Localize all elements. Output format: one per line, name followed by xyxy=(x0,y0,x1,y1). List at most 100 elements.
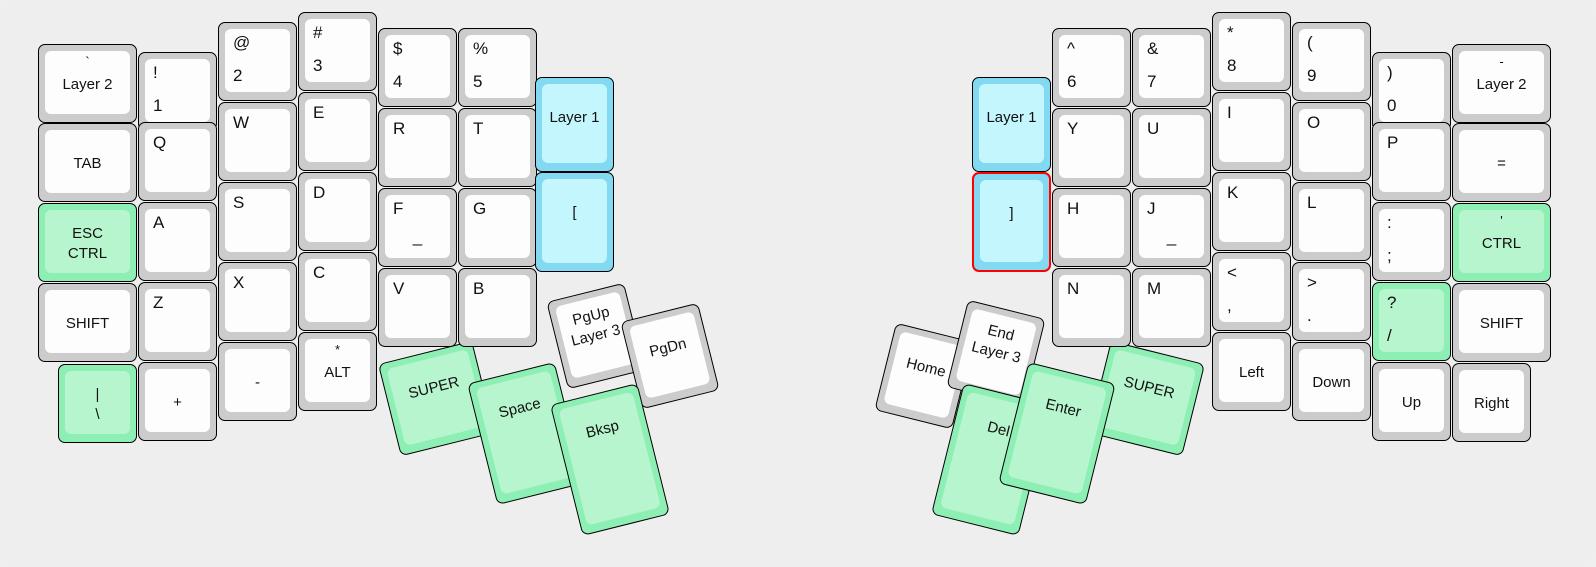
keycap-surface: T xyxy=(465,115,530,178)
key-l-r[interactable]: R xyxy=(378,108,457,187)
legend-shifted: & xyxy=(1147,39,1159,58)
legend-primary: , xyxy=(1227,296,1232,315)
key-l-g[interactable]: G xyxy=(458,188,537,267)
key-r-equal[interactable]: = xyxy=(1452,123,1551,202)
legend-primary: ALT xyxy=(324,364,351,381)
key-r-i[interactable]: I xyxy=(1212,92,1291,171)
key-l-c[interactable]: C xyxy=(298,252,377,331)
key-l-shift[interactable]: SHIFT xyxy=(38,283,137,362)
keycap-surface: TAB xyxy=(45,130,130,193)
key-l-v[interactable]: V xyxy=(378,268,457,347)
key-l-q[interactable]: Q xyxy=(138,122,217,201)
key-l-bracket-left[interactable]: [ xyxy=(535,172,614,272)
legend-primary: E xyxy=(313,103,325,122)
key-l-x[interactable]: X xyxy=(218,262,297,341)
key-l-5[interactable]: %5 xyxy=(458,28,537,107)
key-r-j[interactable]: J_ xyxy=(1132,188,1211,267)
key-r-quote-ctrl[interactable]: 'CTRL xyxy=(1452,203,1551,282)
key-r-m[interactable]: M xyxy=(1132,268,1211,347)
key-l-w[interactable]: W xyxy=(218,102,297,181)
key-l-4[interactable]: $4 xyxy=(378,28,457,107)
keycap-surface: L xyxy=(1299,189,1364,252)
keycap-surface: - xyxy=(225,349,290,412)
keycap-surface: A xyxy=(145,209,210,272)
legend-primary: V xyxy=(393,279,405,298)
legend-secondary: \ xyxy=(95,406,100,423)
key-r-right[interactable]: Right xyxy=(1452,363,1531,442)
legend-shifted: ! xyxy=(153,63,158,82)
key-r-9[interactable]: (9 xyxy=(1292,22,1371,101)
keycap-surface: C xyxy=(305,259,370,322)
keycap-surface: = xyxy=(1459,130,1544,193)
key-r-6[interactable]: ^6 xyxy=(1052,28,1131,107)
key-l-s[interactable]: S xyxy=(218,182,297,261)
key-l-plus[interactable]: + xyxy=(138,362,217,441)
keycap-surface: Layer 1 xyxy=(979,84,1044,163)
keycap-surface: $4 xyxy=(385,35,450,98)
keycap-surface: Z xyxy=(145,289,210,352)
key-l-1[interactable]: !1 xyxy=(138,52,217,131)
legend-primary: SHIFT xyxy=(1479,315,1524,332)
key-l-layer1[interactable]: Layer 1 xyxy=(535,77,614,172)
key-r-shift[interactable]: SHIFT xyxy=(1452,283,1551,362)
legend-primary: Enter xyxy=(1043,395,1083,421)
legend-primary: N xyxy=(1067,279,1080,298)
key-l-a[interactable]: A xyxy=(138,202,217,281)
key-r-left[interactable]: Left xyxy=(1212,332,1291,411)
key-r-down[interactable]: Down xyxy=(1292,342,1371,421)
key-l-grave-layer2[interactable]: `Layer 2 xyxy=(38,44,137,123)
keycap-surface: X xyxy=(225,269,290,332)
key-l-tab[interactable]: TAB xyxy=(38,123,137,202)
legend-primary: G xyxy=(473,199,487,218)
key-l-pipe-backslash[interactable]: |\ xyxy=(58,364,137,443)
key-r-period[interactable]: >. xyxy=(1292,262,1371,341)
legend-shifted: * xyxy=(1227,23,1234,42)
key-l-d[interactable]: D xyxy=(298,172,377,251)
key-r-y[interactable]: Y xyxy=(1052,108,1131,187)
legend-primary: 9 xyxy=(1307,66,1317,85)
keycap-surface: PgDn xyxy=(628,311,711,399)
keycap-surface: Q xyxy=(145,129,210,192)
keycap-surface: #3 xyxy=(305,19,370,82)
key-r-8[interactable]: *8 xyxy=(1212,12,1291,91)
keycap-surface: K xyxy=(1219,179,1284,242)
key-r-7[interactable]: &7 xyxy=(1132,28,1211,107)
key-l-minus[interactable]: - xyxy=(218,342,297,421)
key-l-e[interactable]: E xyxy=(298,92,377,171)
legend-primary: K xyxy=(1227,183,1239,202)
key-r-layer1[interactable]: Layer 1 xyxy=(972,77,1051,172)
key-l-alt[interactable]: * ALT xyxy=(298,332,377,411)
keycap-surface: ] xyxy=(980,180,1043,262)
key-l-f[interactable]: F_ xyxy=(378,188,457,267)
legend-primary: [ xyxy=(572,204,577,221)
legend-primary: X xyxy=(233,273,245,292)
key-l-t[interactable]: T xyxy=(458,108,537,187)
key-r-slash[interactable]: ?/ xyxy=(1372,282,1451,361)
key-l-b[interactable]: B xyxy=(458,268,537,347)
key-r-n[interactable]: N xyxy=(1052,268,1131,347)
keycap-surface: `Layer 2 xyxy=(45,51,130,114)
key-r-u[interactable]: U xyxy=(1132,108,1211,187)
key-l-2[interactable]: @2 xyxy=(218,22,297,101)
key-r-p[interactable]: P xyxy=(1372,122,1451,201)
legend-primary: + xyxy=(173,394,182,411)
keycap-surface: Layer 1 xyxy=(542,84,607,163)
keycap-surface: Down xyxy=(1299,349,1364,412)
legend-primary: Layer 2 xyxy=(62,76,113,93)
key-r-h[interactable]: H xyxy=(1052,188,1131,267)
key-r-semicolon[interactable]: :; xyxy=(1372,202,1451,281)
legend-shifted: ? xyxy=(1387,293,1397,312)
key-r-bracket-right[interactable]: ] xyxy=(972,172,1051,272)
key-r-o[interactable]: O xyxy=(1292,102,1371,181)
key-r-k[interactable]: K xyxy=(1212,172,1291,251)
key-r-0[interactable]: )0 xyxy=(1372,52,1451,131)
key-r-comma[interactable]: <, xyxy=(1212,252,1291,331)
key-r-minus-layer2[interactable]: -Layer 2 xyxy=(1452,44,1551,123)
key-r-l[interactable]: L xyxy=(1292,182,1371,261)
legend-shifted: * xyxy=(334,342,341,357)
legend-primary: Y xyxy=(1067,119,1079,138)
key-r-up[interactable]: Up xyxy=(1372,362,1451,441)
key-l-z[interactable]: Z xyxy=(138,282,217,361)
key-l-3[interactable]: #3 xyxy=(298,12,377,91)
